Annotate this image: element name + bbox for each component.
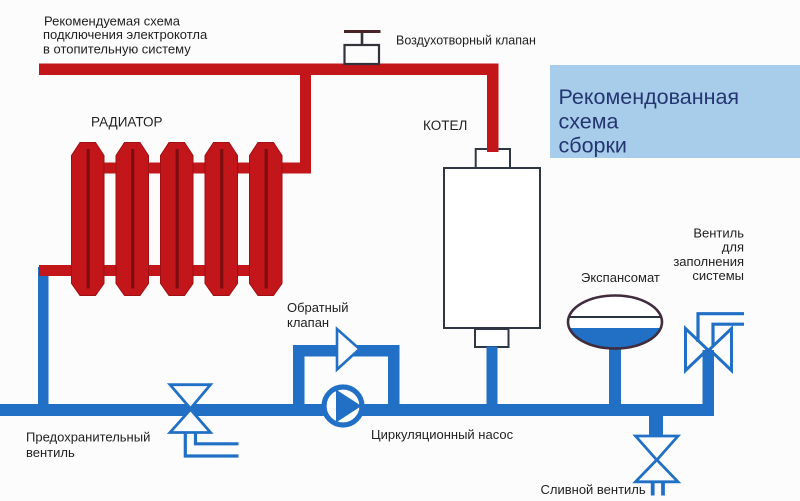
svg-text:системы: системы [692,268,744,283]
svg-text:заполнения: заполнения [673,254,744,269]
svg-text:Вентиль: Вентиль [693,226,744,241]
svg-text:КОТЕЛ: КОТЕЛ [423,118,467,133]
svg-text:схема: схема [559,109,619,133]
svg-text:Рекомендованная: Рекомендованная [559,85,740,109]
svg-text:сборки: сборки [559,134,627,158]
svg-text:клапан: клапан [287,315,329,330]
svg-text:Воздухотворный клапан: Воздухотворный клапан [396,34,536,48]
svg-text:РАДИАТОР: РАДИАТОР [91,115,163,130]
svg-text:Предохранительный: Предохранительный [26,430,150,445]
svg-text:Обратный: Обратный [287,300,348,315]
svg-text:Рекомендуемая схема: Рекомендуемая схема [44,13,181,28]
svg-text:вентиль: вентиль [26,445,75,460]
svg-text:в отопительную систему: в отопительную систему [43,42,191,57]
svg-text:Экспансомат: Экспансомат [581,270,660,285]
svg-text:для: для [722,240,744,255]
svg-text:подключения электрокотла: подключения электрокотла [43,27,208,42]
svg-text:Сливной вентиль: Сливной вентиль [541,482,646,497]
svg-text:Циркуляционный насос: Циркуляционный насос [371,427,514,442]
